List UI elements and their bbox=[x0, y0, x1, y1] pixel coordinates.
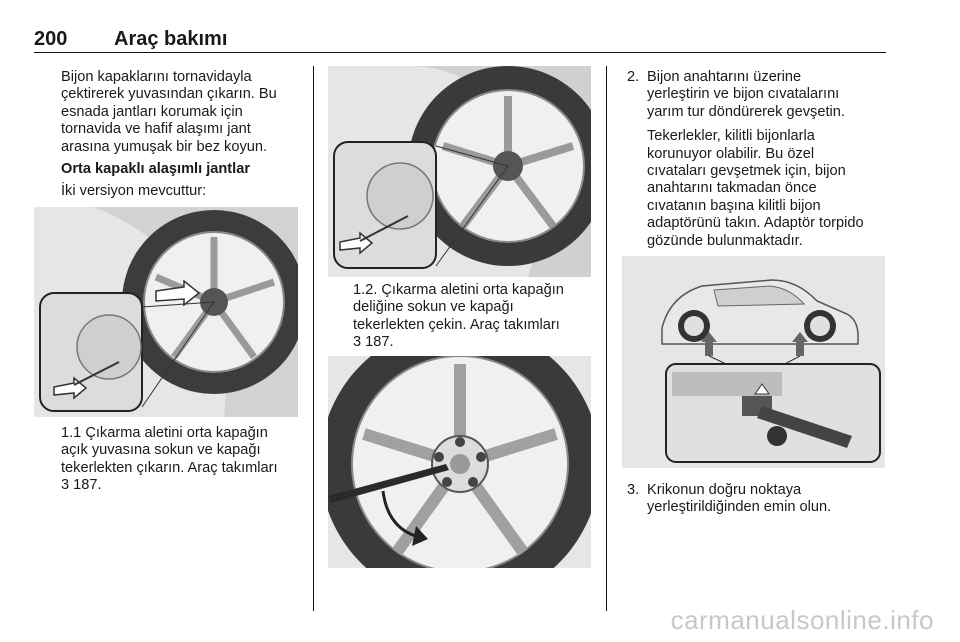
caption-line: 3 187. bbox=[61, 477, 102, 494]
figure-jack-position bbox=[622, 256, 885, 468]
subheading: Orta kapaklı alaşımlı jantlar bbox=[61, 161, 250, 178]
versions-line: İki versiyon mevcuttur: bbox=[61, 183, 207, 200]
figure-wheel-cap-removal-3 bbox=[328, 356, 591, 568]
step-line: Bijon anahtarını üzerine bbox=[647, 69, 802, 85]
intro-line: arasına yumuşak bir bez koyun. bbox=[61, 138, 268, 155]
page-header: 200 Araç bakımı bbox=[34, 24, 886, 53]
figure-caption-1: 1.1 Çıkarma aletini orta kapağın açık yu… bbox=[61, 425, 306, 495]
caption-line: tekerlekten çıkarın. Araç takımları bbox=[61, 459, 278, 476]
intro-line: esnada jantları korumak için bbox=[61, 103, 243, 120]
intro-line: tornavida ve hafif alaşımı jant bbox=[61, 121, 251, 138]
chapter-title: Araç bakımı bbox=[114, 28, 228, 50]
note-line: korunuyor olabilir. Bu özel bbox=[647, 145, 815, 162]
note-line: adaptörünü takın. Adaptör torpido bbox=[647, 215, 864, 232]
caption-line: deliğine sokun ve kapağı bbox=[353, 299, 514, 316]
caption-line: 1.1 Çıkarma aletini orta kapağın bbox=[61, 425, 268, 441]
step-number: 3. bbox=[627, 482, 640, 498]
figure-wheel-cap-removal-2 bbox=[328, 66, 591, 277]
caption-line: açık yuvasına sokun ve kapağı bbox=[61, 442, 261, 459]
note-line: anahtarını takmadan önce bbox=[647, 180, 817, 197]
note-line: gözünde bulunmaktadır. bbox=[647, 232, 803, 249]
note-line: cıvatanın başına kilitli bijon bbox=[647, 197, 821, 214]
figure-caption-2: 1.2. Çıkarma aletini orta kapağın deliği… bbox=[353, 282, 598, 352]
step-2: 2. Bijon anahtarını üzerine yerleştirin … bbox=[627, 69, 887, 249]
step-line: Krikonun doğru noktaya bbox=[647, 482, 802, 498]
step-3: 3. Krikonun doğru noktaya yerleştirildiğ… bbox=[627, 482, 887, 522]
figure-wheel-cap-removal-1 bbox=[34, 207, 298, 417]
note-line: Tekerlekler, kilitli bijonlarla bbox=[647, 128, 815, 145]
column-divider-1 bbox=[313, 66, 314, 611]
watermark: carmanualsonline.info bbox=[670, 605, 934, 635]
step-number: 2. bbox=[627, 69, 640, 85]
caption-line: tekerlekten çekin. Araç takımları bbox=[353, 316, 560, 333]
page-number: 200 bbox=[34, 28, 68, 50]
step-text: Bijon anahtarını üzerine yerleştirin ve … bbox=[647, 69, 864, 250]
intro-line: çektirerek yuvasından çıkarın. Bu bbox=[61, 86, 277, 103]
caption-line: 1.2. Çıkarma aletini orta kapağın bbox=[353, 282, 564, 298]
caption-line: 3 187. bbox=[353, 334, 394, 351]
note-line: cıvataları gevşetmek için, bijon bbox=[647, 163, 846, 180]
column-divider-2 bbox=[606, 66, 607, 611]
step-note: Tekerlekler, kilitli bijonlarla korunuyo… bbox=[647, 128, 864, 250]
column-1-text: Bijon kapaklarını tornavidayla çektirere… bbox=[61, 69, 306, 201]
step-text: Krikonun doğru noktaya yerleştirildiğind… bbox=[647, 482, 831, 517]
step-line: yarım tur döndürerek gevşetin. bbox=[647, 103, 845, 120]
step-line: yerleştirildiğinden emin olun. bbox=[647, 499, 832, 516]
step-line: yerleştirin ve bijon cıvatalarını bbox=[647, 86, 840, 103]
intro-line: Bijon kapaklarını tornavidayla bbox=[61, 69, 252, 85]
